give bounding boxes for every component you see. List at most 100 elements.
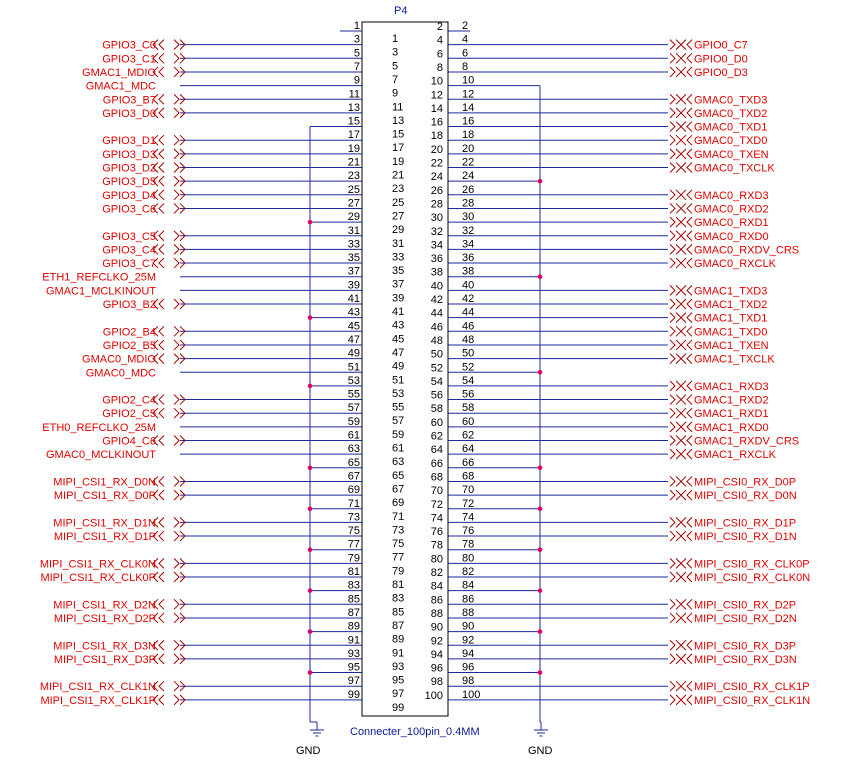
pin-number-outer: 12 xyxy=(462,88,474,100)
net-label: GPIO3_C5 xyxy=(102,231,156,243)
net-label: GPIO3_C6 xyxy=(102,203,156,215)
pin-number-outer: 94 xyxy=(462,648,474,660)
net-label: GMAC0_TXD1 xyxy=(694,122,767,134)
net-label: GPIO4_C6 xyxy=(102,436,156,448)
net-label: GPIO0_D3 xyxy=(694,67,748,79)
pin-number-outer: 82 xyxy=(462,566,474,578)
net-label: GMAC1_RXD3 xyxy=(694,381,769,393)
offpage-connector-icon xyxy=(152,489,186,501)
offpage-connector-icon xyxy=(152,598,186,610)
net-label: GMAC0_RXD2 xyxy=(694,203,769,215)
offpage-connector-icon xyxy=(152,571,186,583)
net-label: GPIO3_D5 xyxy=(102,176,156,188)
pin-number-outer: 81 xyxy=(348,566,360,578)
net-label: ETH0_REFCLKO_25M xyxy=(42,422,156,434)
net-label: GMAC0_RXD1 xyxy=(694,217,769,229)
pin-number-outer: 50 xyxy=(462,348,474,360)
pin-number-outer: 2 xyxy=(462,20,468,32)
junction-dot xyxy=(307,315,313,320)
offpage-connector-icon xyxy=(152,339,186,351)
net-label: GMAC0_RXD0 xyxy=(694,231,769,243)
pin-number-inner: 7 xyxy=(392,74,398,86)
pin-number-outer: 32 xyxy=(462,225,474,237)
pin-number-outer: 62 xyxy=(462,430,474,442)
pin-number-inner: 16 xyxy=(431,117,443,129)
offpage-connector-icon xyxy=(152,230,186,242)
offpage-connector-icon xyxy=(669,162,693,173)
pin-number-inner: 21 xyxy=(392,170,404,182)
pin-number-outer: 56 xyxy=(462,389,474,401)
pin-number-inner: 35 xyxy=(392,265,404,277)
junction-dot xyxy=(537,506,543,512)
pin-number-outer: 38 xyxy=(462,266,474,278)
offpage-connector-icon xyxy=(152,298,186,310)
junction-dot xyxy=(307,383,313,389)
offpage-connector-icon xyxy=(669,325,693,337)
ground-layer: GND GND xyxy=(296,729,553,757)
offpage-connector-icon xyxy=(669,489,693,501)
pin-number-outer: 63 xyxy=(348,443,360,455)
pin-number-inner: 41 xyxy=(392,306,404,318)
pin-number-inner: 47 xyxy=(392,347,404,359)
pin-number-outer: 57 xyxy=(348,402,360,414)
pin-number-inner: 74 xyxy=(431,512,443,524)
pin-number-inner: 98 xyxy=(431,676,443,688)
pin-number-outer: 7 xyxy=(354,61,360,73)
net-label: GMAC0_TXD2 xyxy=(694,108,767,120)
pin-number-inner: 62 xyxy=(431,431,443,443)
pin-number-inner: 67 xyxy=(392,483,404,495)
pin-number-inner: 39 xyxy=(392,292,404,304)
offpage-connector-icon xyxy=(669,66,693,78)
pin-number-outer: 65 xyxy=(348,457,360,469)
pin-number-outer: 79 xyxy=(348,552,360,564)
pin-number-inner: 87 xyxy=(392,620,404,632)
gnd-symbol-left: GND xyxy=(296,729,324,757)
pin-number-inner: 23 xyxy=(392,183,404,195)
net-label: MIPI_CSI1_RX_D3P xyxy=(54,654,156,666)
offpage-connector-icon xyxy=(669,598,693,610)
pin-number-outer: 10 xyxy=(462,75,474,87)
net-label: MIPI_CSI0_RX_D0N xyxy=(694,490,797,502)
pin-number-inner: 82 xyxy=(431,567,443,579)
pin-number-inner: 61 xyxy=(392,443,404,455)
pin-number-inner: 63 xyxy=(392,456,404,468)
net-label: MIPI_CSI1_RX_D1P xyxy=(54,531,156,543)
pin-number-outer: 76 xyxy=(462,525,474,537)
net-label: MIPI_CSI1_RX_CLK0N xyxy=(40,558,156,570)
pin-number-outer: 44 xyxy=(462,307,474,319)
net-label: GPIO2_C4 xyxy=(102,395,156,407)
pin-number-outer: 45 xyxy=(348,320,360,332)
net-label: ETH1_REFCLKO_25M xyxy=(42,272,156,284)
pin-number-outer: 84 xyxy=(462,580,474,592)
net-label: GMAC1_RXCLK xyxy=(694,449,777,461)
pin-number-inner: 56 xyxy=(431,390,443,402)
net-label: GMAC0_TXEN xyxy=(694,149,769,161)
junction-dot xyxy=(537,670,543,675)
net-label: MIPI_CSI0_RX_CLK0N xyxy=(694,572,810,584)
pin-number-inner: 17 xyxy=(392,142,404,154)
pin-number-outer: 69 xyxy=(348,484,360,496)
pin-number-inner: 60 xyxy=(431,417,443,429)
pin-number-outer: 83 xyxy=(348,580,360,592)
junction-dot xyxy=(537,274,543,280)
offpage-connector-icon xyxy=(152,148,186,160)
pin-number-inner: 90 xyxy=(431,622,443,634)
offpage-connector-icon xyxy=(152,530,186,542)
pin-number-outer: 6 xyxy=(462,47,468,59)
offpage-connector-icon xyxy=(152,52,186,64)
pin-number-inner: 86 xyxy=(431,594,443,606)
net-label: GPIO0_C7 xyxy=(694,40,748,52)
offpage-connector-icon xyxy=(152,107,186,119)
connector-ref: P4 xyxy=(394,5,407,17)
pin-number-outer: 55 xyxy=(348,389,360,401)
pin-number-outer: 92 xyxy=(462,634,474,646)
pin-number-inner: 20 xyxy=(431,144,443,156)
pin-number-inner: 93 xyxy=(392,661,404,673)
pin-number-outer: 5 xyxy=(354,47,360,59)
offpage-connector-icon xyxy=(669,353,693,364)
net-label: GMAC1_RXD2 xyxy=(694,395,769,407)
net-label: GPIO2_B4 xyxy=(103,326,156,338)
pin-number-outer: 90 xyxy=(462,621,474,633)
pin-number-outer: 91 xyxy=(348,634,360,646)
pin-number-outer: 14 xyxy=(462,102,474,114)
